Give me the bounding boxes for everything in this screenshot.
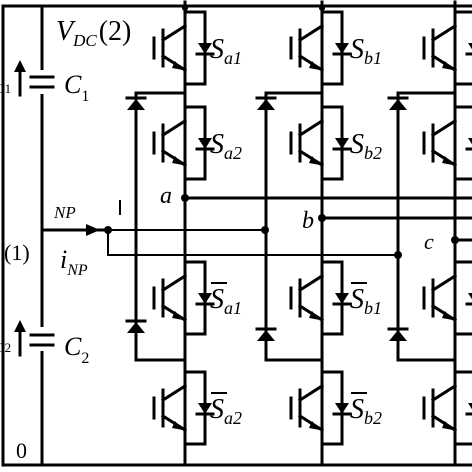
inp-label: iNP xyxy=(60,245,88,279)
capacitor-c2 xyxy=(29,327,55,351)
vc2-arrow xyxy=(14,320,26,357)
vc2-label: C2 xyxy=(0,340,11,355)
vc1-arrow xyxy=(14,60,26,97)
phase-a-label: a xyxy=(160,183,172,209)
clamp-diode-c-top xyxy=(387,96,409,112)
label-sa2-bar: Sa2 xyxy=(210,394,242,428)
clamp-diode-b-top xyxy=(255,96,277,112)
np-label: NP xyxy=(53,203,76,222)
junction-b xyxy=(318,214,326,222)
switch-sc1-bar xyxy=(422,250,472,346)
junction-c xyxy=(451,236,459,244)
label-sb2: Sb2 xyxy=(350,129,382,163)
vdc-label: VDC(2) xyxy=(56,16,131,50)
inp-arrow xyxy=(86,224,100,236)
switch-sc2 xyxy=(422,95,472,191)
clamp-diode-c-bottom xyxy=(387,327,409,343)
label-sa2: Sa2 xyxy=(210,129,242,163)
neutral-bus-lower xyxy=(107,230,398,256)
label-sb1: Sb1 xyxy=(350,34,382,68)
label-sa1: Sa1 xyxy=(210,34,242,68)
vc1-label: C1 xyxy=(0,81,11,96)
junction-a xyxy=(181,194,189,202)
clamp-diode-a-top xyxy=(125,96,147,112)
junction-np xyxy=(104,226,112,234)
c1-label: C1 xyxy=(64,70,89,105)
phase-c-label: c xyxy=(424,229,434,254)
label-sb2-bar: Sb2 xyxy=(350,394,382,428)
node-0-label: 0 xyxy=(16,438,27,463)
node-1-label: (1) xyxy=(4,240,30,265)
switch-sc1 xyxy=(422,0,472,96)
clamp-diode-b-bottom xyxy=(255,327,277,343)
c2-label: C2 xyxy=(64,332,89,367)
junction-np-b xyxy=(261,226,269,234)
junction-np-c xyxy=(394,251,402,259)
capacitor-c1 xyxy=(29,70,55,94)
phase-b-label: b xyxy=(302,208,314,234)
clamp-diode-a-bottom xyxy=(125,319,147,335)
switch-sc2-bar xyxy=(422,360,472,456)
label-sa1-bar: Sa1 xyxy=(210,284,242,318)
label-sb1-bar: Sb1 xyxy=(350,284,382,318)
